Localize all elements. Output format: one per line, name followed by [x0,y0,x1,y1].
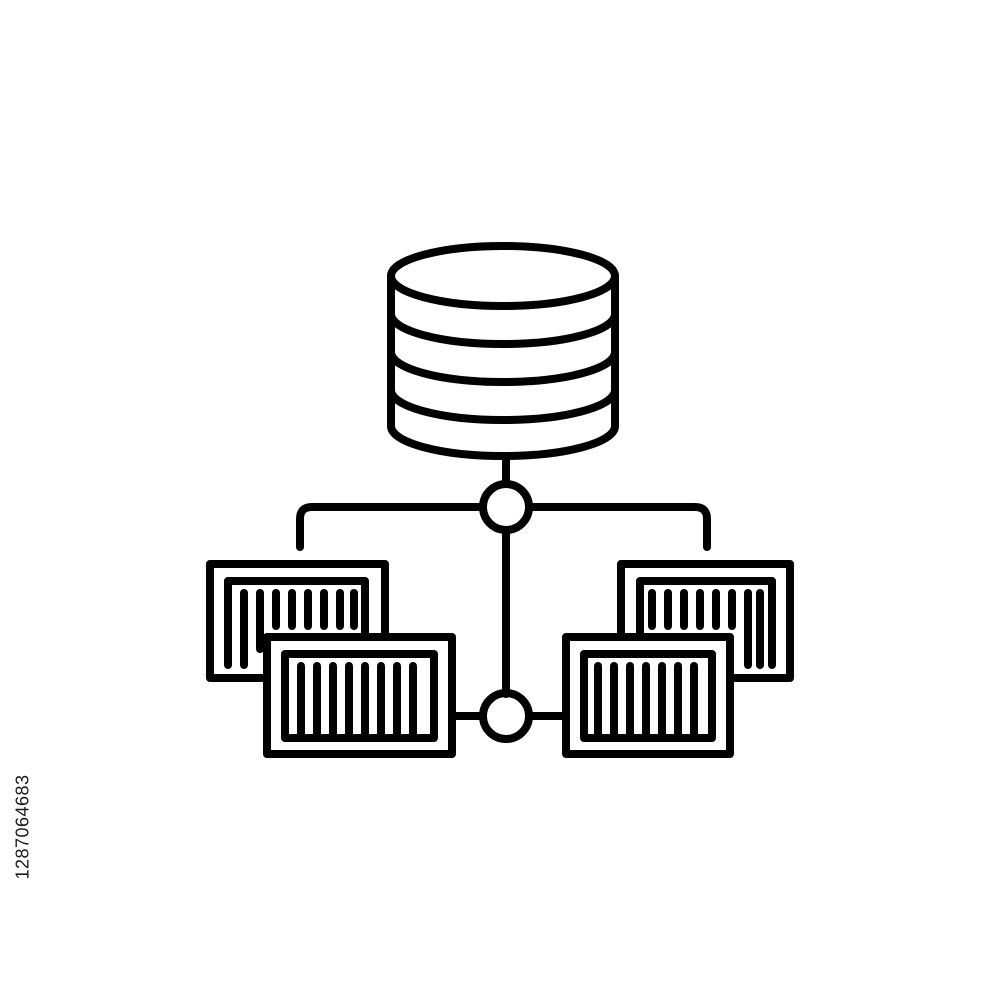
back-left-server-icon [206,560,389,682]
connection-lines [296,453,711,720]
stock-id-text: 1287064683 [12,774,33,880]
database-icon [387,242,619,460]
front-right-server-icon [562,633,734,758]
lower-junction-node [479,689,533,743]
stock-id-watermark: 1287064683 [8,752,38,902]
front-left-server-icon [263,633,456,758]
back-right-server-icon [617,560,794,682]
upper-junction-node [479,480,533,534]
